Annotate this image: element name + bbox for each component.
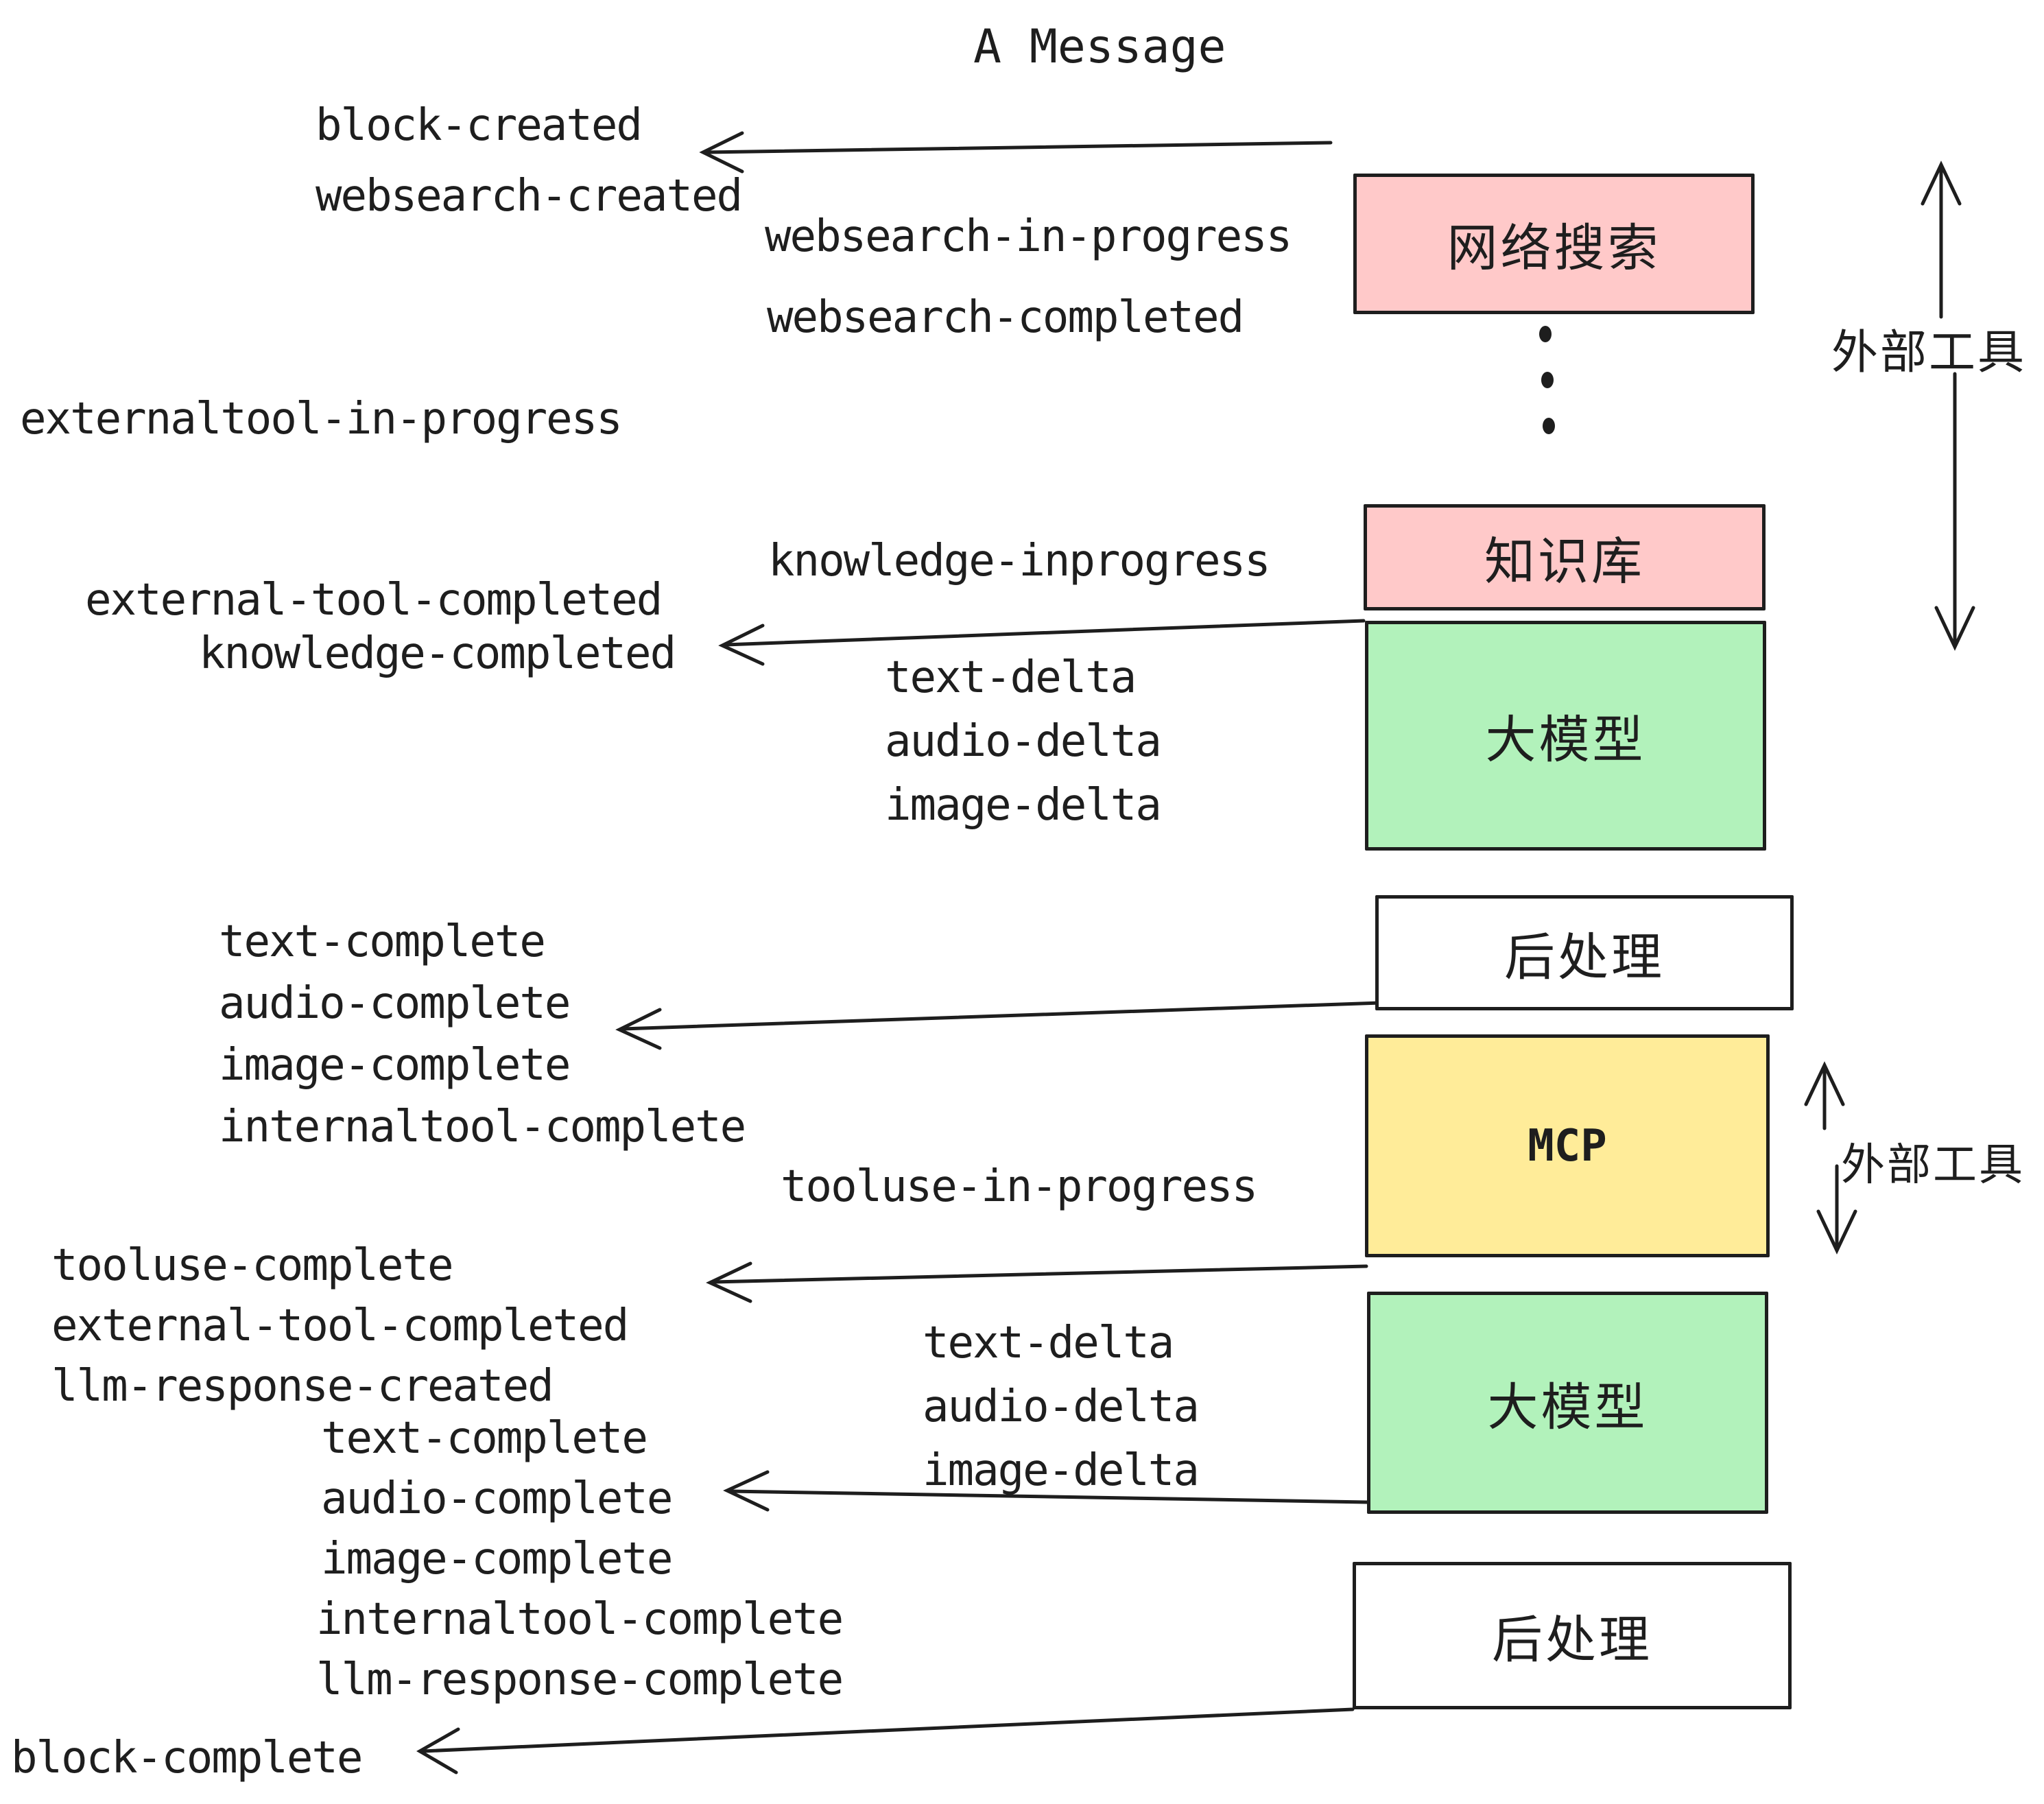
- event-websearch-created: websearch-created: [316, 171, 743, 222]
- event-websearch-in-progress: websearch-in-progress: [765, 211, 1292, 262]
- event-audio-complete-1: audio-complete: [219, 978, 571, 1029]
- arrow-knowledge-to-completed: [718, 619, 1366, 666]
- box-post-processing-1: 后处理: [1375, 895, 1794, 1010]
- box-websearch-label: 网络搜索: [1447, 219, 1661, 276]
- box-llm-1: 大模型: [1365, 621, 1766, 851]
- event-llm-response-complete: llm-response-complete: [316, 1654, 844, 1705]
- event-audio-complete-2: audio-complete: [321, 1473, 673, 1524]
- page-title: A Message: [973, 20, 1226, 74]
- event-knowledge-inprogress: knowledge-inprogress: [768, 536, 1271, 586]
- external-tools-up-arrow-1: [1921, 161, 1962, 319]
- arrow-llm2-to-audio-complete: [723, 1470, 1369, 1512]
- event-block-complete: block-complete: [11, 1733, 363, 1783]
- box-knowledge: 知识库: [1364, 504, 1766, 610]
- external-tools-down-arrow-2: [1816, 1164, 1857, 1255]
- event-text-complete-1: text-complete: [219, 916, 546, 967]
- event-image-delta-2: image-delta: [923, 1445, 1200, 1496]
- box-llm-1-label: 大模型: [1485, 711, 1646, 768]
- event-websearch-completed: websearch-completed: [767, 292, 1244, 343]
- box-post-processing-2-label: 后处理: [1492, 1611, 1652, 1668]
- box-mcp: MCP: [1365, 1034, 1770, 1257]
- event-image-delta-1: image-delta: [885, 780, 1162, 831]
- event-tooluse-complete: tooluse-complete: [51, 1240, 453, 1291]
- box-llm-2: 大模型: [1367, 1292, 1768, 1514]
- event-external-tool-completed-2: external-tool-completed: [51, 1301, 629, 1351]
- event-external-tool-completed-1: external-tool-completed: [85, 575, 663, 626]
- event-text-complete-2: text-complete: [321, 1413, 648, 1464]
- event-text-delta-1: text-delta: [885, 652, 1137, 703]
- box-post-processing-1-label: 后处理: [1504, 928, 1665, 986]
- event-llm-response-created: llm-response-created: [51, 1361, 554, 1412]
- event-image-complete-1: image-complete: [219, 1040, 571, 1091]
- event-knowledge-completed: knowledge-completed: [199, 628, 676, 679]
- box-websearch: 网络搜索: [1353, 174, 1755, 314]
- box-post-processing-2: 后处理: [1353, 1562, 1792, 1709]
- event-tooluse-in-progress: tooluse-in-progress: [781, 1161, 1258, 1212]
- event-internaltool-complete-2: internaltool-complete: [316, 1594, 844, 1645]
- box-knowledge-label: 知识库: [1484, 533, 1645, 590]
- event-externaltool-in-progress: externaltool-in-progress: [20, 394, 623, 444]
- event-audio-delta-1: audio-delta: [885, 716, 1162, 767]
- external-tools-down-arrow-1: [1934, 372, 1975, 651]
- event-image-complete-2: image-complete: [321, 1534, 673, 1585]
- side-label-external-tools-1: 外部工具: [1831, 327, 2027, 379]
- arrow-websearch-to-created: [699, 131, 1333, 174]
- event-block-created: block-created: [316, 100, 643, 151]
- event-audio-delta-2: audio-delta: [923, 1381, 1200, 1432]
- box-mcp-label: MCP: [1528, 1120, 1607, 1172]
- event-internaltool-complete-1: internaltool-complete: [219, 1102, 746, 1152]
- box-llm-2-label: 大模型: [1487, 1378, 1648, 1436]
- arrow-post1-to-complete-group: [615, 1001, 1383, 1050]
- ellipsis-dots: [1539, 326, 1555, 434]
- arrow-post2-to-block-complete: [416, 1707, 1355, 1775]
- external-tools-up-arrow-2: [1804, 1061, 1845, 1130]
- arrow-mcp-to-tooluse-group: [706, 1261, 1368, 1303]
- side-label-external-tools-2: 外部工具: [1841, 1140, 2025, 1189]
- event-text-delta-2: text-delta: [923, 1318, 1174, 1368]
